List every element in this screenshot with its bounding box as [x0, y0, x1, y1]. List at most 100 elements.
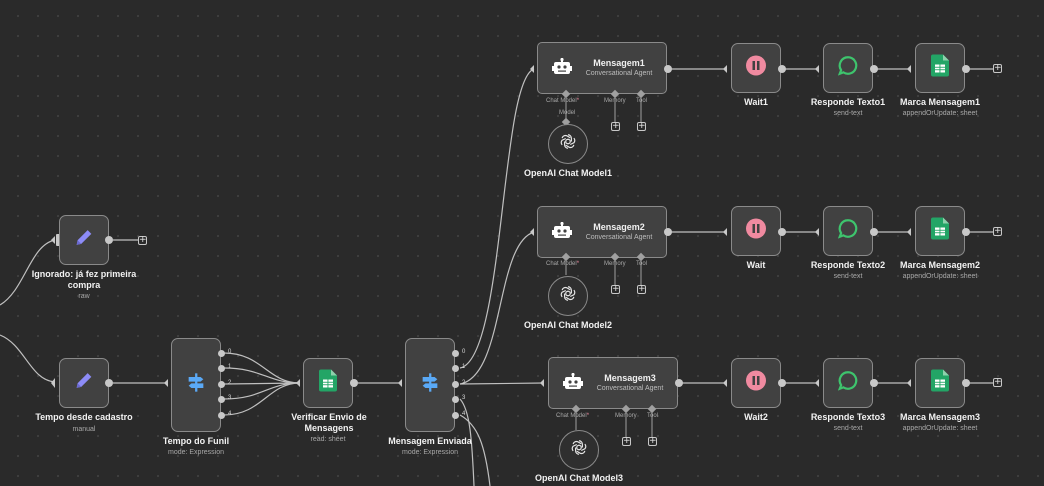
- responde-sub-1: send-text: [833, 110, 863, 117]
- model-label: Model: [559, 110, 576, 116]
- responde-sub-3: send-text: [833, 425, 863, 432]
- agent-subtitle: Conversational Agent: [585, 234, 653, 241]
- funil-output-4[interactable]: [218, 412, 225, 419]
- responde-3-output-port[interactable]: [870, 379, 878, 387]
- pause-icon: [746, 55, 766, 81]
- marca-node-3[interactable]: [915, 358, 965, 408]
- enviada-output-label-2: 2: [462, 380, 466, 386]
- responde-node-3[interactable]: [823, 358, 873, 408]
- wait-1-output-port[interactable]: [778, 65, 786, 73]
- marca-node-1[interactable]: [915, 43, 965, 93]
- funil-output-3[interactable]: [218, 396, 225, 403]
- marca-3-add-button[interactable]: +: [993, 377, 1002, 387]
- sheets-icon: [931, 217, 949, 245]
- ignorado-sub: raw: [78, 293, 90, 300]
- openai-model-node-3[interactable]: [559, 430, 599, 470]
- marca-sub-1: appendOrUpdate: sheet: [902, 110, 978, 117]
- robot-icon: [552, 57, 572, 83]
- verificar-node[interactable]: [303, 358, 353, 408]
- responde-2-output-port[interactable]: [870, 228, 878, 236]
- marca-sub-2: appendOrUpdate: sheet: [902, 273, 978, 280]
- mensagem-enviada-node[interactable]: [405, 338, 455, 432]
- enviada-output-4[interactable]: [452, 412, 459, 419]
- robot-icon: [552, 221, 572, 247]
- responde-node-2[interactable]: [823, 206, 873, 256]
- funil-output-2[interactable]: [218, 381, 225, 388]
- responde-1-output-port[interactable]: [870, 65, 878, 73]
- agent-node-1[interactable]: Mensagem1 Conversational Agent: [537, 42, 667, 94]
- openai-icon: [559, 285, 577, 308]
- chat-bubble-icon: [837, 55, 859, 82]
- agent-node-3[interactable]: Mensagem3 Conversational Agent: [548, 357, 678, 409]
- verificar-label: Verificar Envio de Mensagens: [291, 412, 367, 433]
- ignorado-input-port[interactable]: [56, 234, 60, 246]
- openai-model-node-1[interactable]: [548, 124, 588, 164]
- chat-bubble-icon: [837, 370, 859, 397]
- marca-1-output-port[interactable]: [962, 65, 970, 73]
- ignorado-add-button[interactable]: +: [138, 235, 147, 245]
- responde-label-1: Responde Texto1: [810, 97, 886, 107]
- tempo-cadastro-label: Tempo desde cadastro: [35, 412, 133, 422]
- responde-node-1[interactable]: [823, 43, 873, 93]
- tempo-funil-sub: mode: Expression: [167, 449, 225, 456]
- ignorado-node[interactable]: [59, 215, 109, 265]
- marca-2-add-button[interactable]: +: [993, 226, 1002, 236]
- marca-1-add-button[interactable]: +: [993, 63, 1002, 73]
- add-memory-button[interactable]: +: [611, 121, 620, 131]
- agent-subtitle: Conversational Agent: [585, 70, 653, 77]
- chat-model-label: Chat Model*: [546, 261, 580, 267]
- switch-icon: [419, 372, 441, 399]
- robot-icon: [563, 372, 583, 398]
- wait-node-2[interactable]: [731, 206, 781, 256]
- tempo-cadastro-output-port[interactable]: [105, 379, 113, 387]
- sheets-icon: [319, 369, 337, 397]
- agent-1-output-port[interactable]: [664, 65, 672, 73]
- tempo-cadastro-node[interactable]: [59, 358, 109, 408]
- tempo-cadastro-sub: manual: [72, 426, 96, 433]
- add-tool-button[interactable]: +: [637, 284, 646, 294]
- pencil-icon: [73, 370, 95, 397]
- wait-label-3: Wait2: [744, 412, 768, 422]
- enviada-output-3[interactable]: [452, 396, 459, 403]
- agent-3-output-port[interactable]: [675, 379, 683, 387]
- openai-model-node-2[interactable]: [548, 276, 588, 316]
- wait-node-1[interactable]: [731, 43, 781, 93]
- tool-label: Tool: [636, 98, 648, 104]
- funil-output-1[interactable]: [218, 365, 225, 372]
- sheets-icon: [931, 54, 949, 82]
- openai-icon: [570, 439, 588, 462]
- wait-3-output-port[interactable]: [778, 379, 786, 387]
- add-memory-button[interactable]: +: [611, 284, 620, 294]
- add-memory-button[interactable]: +: [622, 436, 631, 446]
- marca-2-output-port[interactable]: [962, 228, 970, 236]
- enviada-output-0[interactable]: [452, 350, 459, 357]
- pause-icon: [746, 370, 766, 396]
- tempo-funil-node[interactable]: [171, 338, 221, 432]
- enviada-output-2[interactable]: [452, 381, 459, 388]
- add-tool-button[interactable]: +: [637, 121, 646, 131]
- funil-output-0[interactable]: [218, 350, 225, 357]
- agent-subtitle: Conversational Agent: [596, 385, 664, 392]
- funil-output-label-1: 1: [228, 364, 232, 370]
- tool-label: Tool: [636, 261, 648, 267]
- enviada-output-label-4: 4: [462, 411, 466, 417]
- openai-model-label-3: OpenAI Chat Model3: [534, 473, 623, 483]
- add-tool-button[interactable]: +: [648, 436, 657, 446]
- memory-label: Memory: [604, 261, 626, 267]
- enviada-output-label-3: 3: [462, 395, 466, 401]
- wait-2-output-port[interactable]: [778, 228, 786, 236]
- marca-node-2[interactable]: [915, 206, 965, 256]
- mensagem-enviada-label: Mensagem Enviada: [388, 436, 472, 446]
- ignorado-output-port[interactable]: [105, 236, 113, 244]
- verificar-output-port[interactable]: [350, 379, 358, 387]
- agent-2-output-port[interactable]: [664, 228, 672, 236]
- chat-model-label: Chat Model*: [546, 98, 580, 104]
- wait-node-3[interactable]: [731, 358, 781, 408]
- responde-label-3: Responde Texto3: [810, 412, 886, 422]
- agent-node-2[interactable]: Mensagem2 Conversational Agent: [537, 206, 667, 258]
- switch-icon: [185, 372, 207, 399]
- marca-3-output-port[interactable]: [962, 379, 970, 387]
- enviada-output-1[interactable]: [452, 365, 459, 372]
